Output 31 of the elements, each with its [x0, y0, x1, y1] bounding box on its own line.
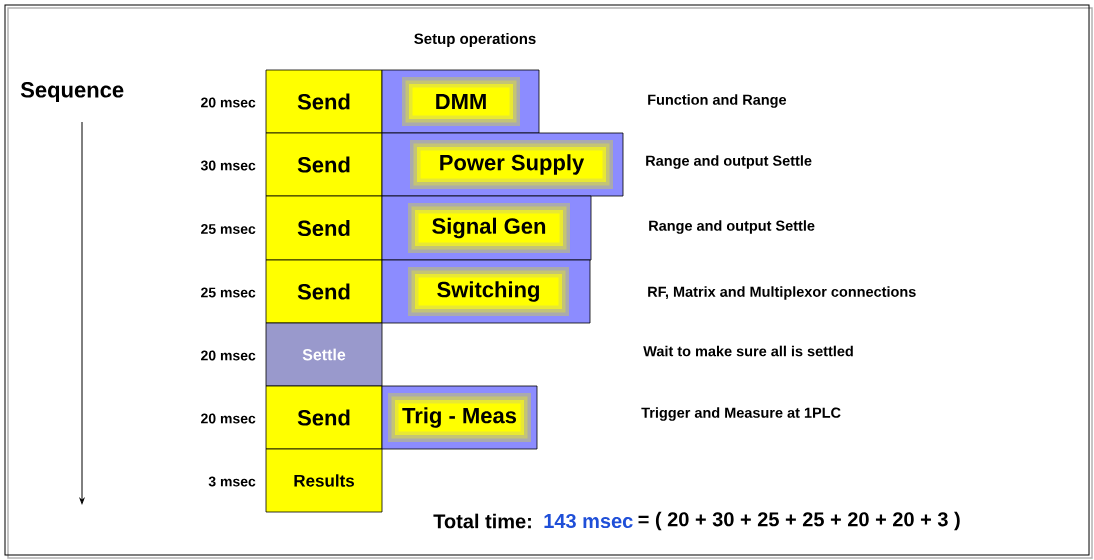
instrument-box: DMM: [381, 69, 540, 134]
duration-label: 3 msec: [208, 476, 256, 487]
total-label: Total time:: [433, 513, 531, 529]
node-label: DMM: [436, 93, 486, 110]
duration-label: 20 msec: [201, 413, 256, 424]
duration-label: 30 msec: [200, 160, 256, 171]
instrument-box: Switching: [381, 259, 591, 324]
axis-label: Sequence: [20, 82, 124, 102]
instrument-box: Power Supply: [381, 132, 624, 197]
instrument-box: Signal Gen: [381, 195, 592, 261]
description: Function and Range: [648, 94, 787, 108]
column-heading: Setup operations: [414, 33, 536, 47]
duration-label: 25 msec: [201, 287, 256, 298]
total-formula: = ( 20 + 30 + 25 + 25 + 20 + 20 + 3 ): [638, 511, 960, 531]
instrument-box: Trig - Meas: [381, 385, 538, 450]
results-box: Results: [265, 448, 383, 513]
send-box: Send: [265, 259, 383, 324]
duration-label: 20 msec: [201, 97, 256, 108]
description: Trigger and Measure at 1PLC: [641, 407, 841, 421]
total-value: 143 msec: [544, 513, 633, 529]
send-box: Send: [265, 69, 383, 134]
description: Wait to make sure all is settled: [643, 345, 853, 357]
duration-label: 25 msec: [201, 224, 256, 234]
send-box: Send: [265, 385, 383, 450]
description: Range and output Settle: [646, 155, 812, 169]
description: RF, Matrix and Multiplexor connections: [648, 286, 916, 300]
send-box: Send: [265, 132, 383, 197]
description: Range and output Settle: [649, 220, 815, 234]
duration-label: 20 msec: [201, 350, 256, 361]
settle-box: Settle: [265, 322, 383, 387]
send-box: Send: [265, 195, 383, 261]
